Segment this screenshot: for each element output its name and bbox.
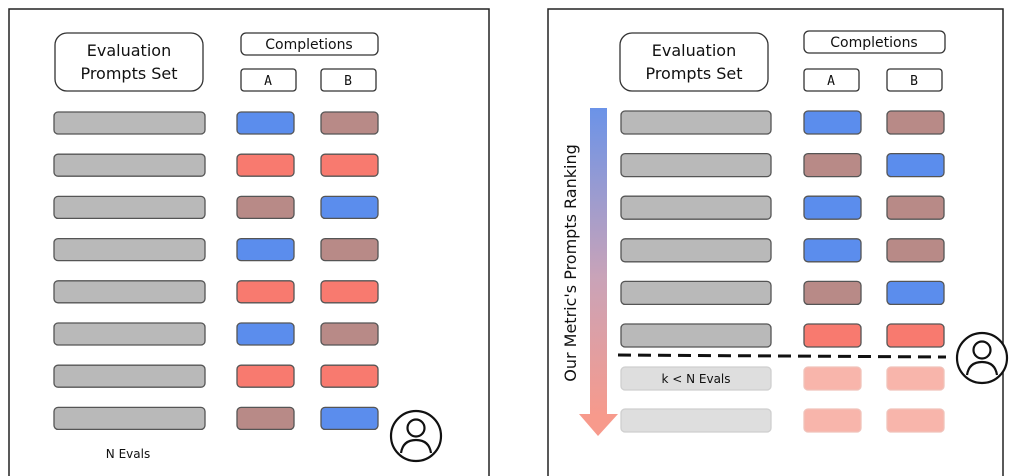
right-panel: Evaluation Prompts Set Completions A B O…: [547, 8, 1009, 476]
completion-b-cell: [886, 195, 945, 220]
prompt-bar: [53, 280, 206, 304]
prompts-set-title-line1: Evaluation: [87, 41, 171, 60]
completion-a-cell: [803, 152, 862, 178]
prompt-bar: [620, 238, 772, 263]
completions-header: [240, 32, 379, 56]
prompt-row: [620, 280, 945, 306]
user-circle-icon: [955, 331, 1009, 385]
prompt-bar: [53, 195, 206, 220]
completion-b-cell: [320, 364, 379, 388]
prompt-row: [620, 323, 945, 348]
prompt-bar: [53, 237, 206, 262]
completion-a-cell: [236, 111, 295, 135]
completion-b-cell: [320, 153, 379, 177]
completion-a-cell: [236, 364, 295, 388]
prompts-set-box: [54, 32, 204, 92]
completion-b-cell: [886, 238, 945, 263]
ranking-arrow: [579, 108, 618, 436]
faded-prompt-bar: [620, 408, 772, 433]
completion-a-cell: [236, 237, 295, 262]
completion-b-cell: [886, 152, 945, 178]
completion-a-cell: [803, 195, 862, 220]
prompt-row: [53, 322, 379, 346]
completion-b-cell: [320, 195, 379, 220]
prompts-set-title-line1: Evaluation: [652, 41, 736, 60]
completion-b-cell: [320, 280, 379, 304]
completion-b-cell: [886, 323, 945, 348]
completion-a-cell: [236, 195, 295, 220]
completion-b-cell: [886, 110, 945, 135]
completion-b-cell: [320, 322, 379, 346]
prompt-bar: [620, 280, 772, 306]
prompt-row: [620, 110, 945, 135]
faded-completion-b-cell: [886, 366, 945, 391]
prompt-bar: [620, 195, 772, 220]
prompt-row: [53, 153, 379, 177]
prompt-row: [53, 280, 379, 304]
completion-a-cell: [236, 280, 295, 304]
completion-b-cell: [320, 406, 379, 431]
cutoff-label: k < N Evals: [661, 372, 730, 386]
right-rows: k < N Evals: [620, 110, 945, 433]
completion-a-cell: [803, 280, 862, 306]
prompt-row: [53, 111, 379, 135]
left-panel-frame: [8, 8, 490, 476]
prompt-row: [620, 238, 945, 263]
completion-a-cell: [803, 110, 862, 135]
completion-a-cell: [803, 238, 862, 263]
completion-a-cell: [236, 406, 295, 431]
completion-a-cell: [803, 323, 862, 348]
column-b-label: B: [344, 74, 352, 89]
prompts-set-title-line2: Prompts Set: [645, 64, 742, 83]
prompt-row: [620, 195, 945, 220]
faded-completion-a-cell: [803, 408, 862, 433]
ranking-label: Our Metric's Prompts Ranking: [561, 144, 580, 382]
ranking-arrow-shaft: [590, 108, 607, 416]
prompt-bar: [620, 323, 772, 348]
column-b-header: [320, 68, 377, 92]
prompt-row: [53, 237, 379, 262]
prompt-bar: [620, 110, 772, 135]
left-panel: Evaluation Prompts Set Completions A B N…: [8, 8, 490, 476]
prompt-row: [53, 406, 379, 431]
faded-prompt-row: k < N Evals: [620, 366, 945, 391]
completions-header: [803, 30, 946, 54]
prompt-row: [53, 364, 379, 388]
prompt-bar: [53, 364, 206, 388]
prompt-bar: [53, 153, 206, 177]
prompts-set-title-line2: Prompts Set: [80, 64, 177, 83]
column-a-header: [240, 68, 297, 92]
prompt-bar: [53, 406, 206, 431]
cutoff-line: [617, 353, 947, 359]
completion-b-cell: [886, 280, 945, 306]
prompt-row: [620, 152, 945, 178]
left-rows: [53, 111, 379, 431]
completions-label: Completions: [830, 35, 917, 51]
faded-completion-b-cell: [886, 408, 945, 433]
column-b-header: [886, 68, 943, 92]
column-a-header: [803, 68, 860, 92]
prompt-bar: [53, 111, 206, 135]
prompts-set-box: [619, 32, 769, 92]
completion-a-cell: [236, 153, 295, 177]
completion-b-cell: [320, 111, 379, 135]
right-panel-frame: [547, 8, 1004, 476]
completions-label: Completions: [265, 37, 352, 53]
completion-a-cell: [236, 322, 295, 346]
prompt-bar: [53, 322, 206, 346]
column-a-label: A: [264, 74, 272, 89]
user-circle-icon: [389, 409, 443, 463]
column-b-label: B: [910, 74, 918, 89]
prompt-row: [53, 195, 379, 220]
faded-prompt-bar: [620, 366, 772, 391]
n-evals-label: N Evals: [106, 447, 150, 461]
prompt-bar: [620, 152, 772, 178]
faded-completion-a-cell: [803, 366, 862, 391]
ranking-arrow-head: [579, 414, 618, 436]
faded-prompt-row: [620, 408, 945, 433]
completion-b-cell: [320, 237, 379, 262]
column-a-label: A: [827, 74, 835, 89]
